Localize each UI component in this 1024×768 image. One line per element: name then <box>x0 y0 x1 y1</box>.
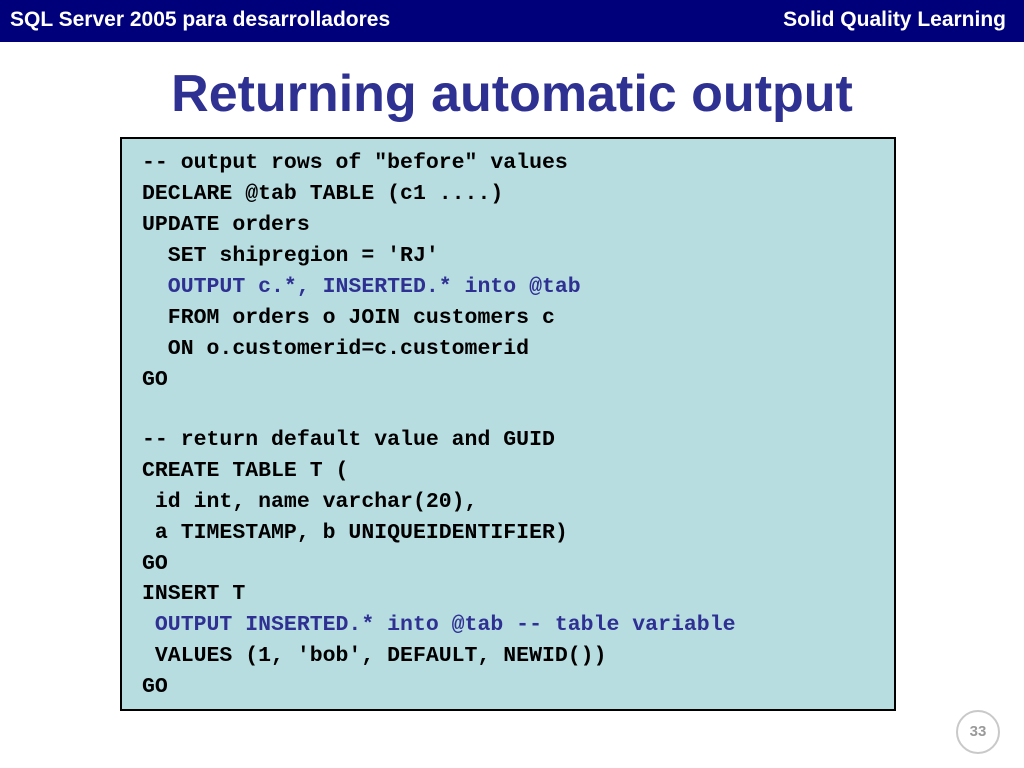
code-line-highlighted: OUTPUT c.*, INSERTED.* into @tab <box>142 275 581 299</box>
page-number-badge: 33 <box>956 710 1000 754</box>
page-number: 33 <box>969 723 987 740</box>
code-line-highlighted: OUTPUT INSERTED.* into @tab -- table var… <box>142 613 736 637</box>
code-line: VALUES (1, 'bob', DEFAULT, NEWID()) <box>142 644 607 668</box>
code-line: a TIMESTAMP, b UNIQUEIDENTIFIER) <box>142 521 568 545</box>
code-line: GO <box>142 552 168 576</box>
code-line: GO <box>142 675 168 699</box>
code-line: -- output rows of "before" values <box>142 151 568 175</box>
code-line: UPDATE orders <box>142 213 310 237</box>
code-line: ON o.customerid=c.customerid <box>142 337 530 361</box>
code-line: -- return default value and GUID <box>142 428 555 452</box>
code-block: -- output rows of "before" values DECLAR… <box>120 137 896 711</box>
course-title: SQL Server 2005 para desarrolladores <box>10 8 391 31</box>
company-name: Solid Quality Learning <box>783 8 1006 31</box>
header-bar: SQL Server 2005 para desarrolladores Sol… <box>0 0 1024 42</box>
code-line: GO <box>142 368 168 392</box>
code-line: INSERT T <box>142 582 246 606</box>
slide-title: Returning automatic output <box>171 65 853 123</box>
code-line: CREATE TABLE T ( <box>142 459 349 483</box>
code-line: id int, name varchar(20), <box>142 490 478 514</box>
code-line: SET shipregion = 'RJ' <box>142 244 439 268</box>
code-line: FROM orders o JOIN customers c <box>142 306 555 330</box>
code-line: DECLARE @tab TABLE (c1 ....) <box>142 182 504 206</box>
